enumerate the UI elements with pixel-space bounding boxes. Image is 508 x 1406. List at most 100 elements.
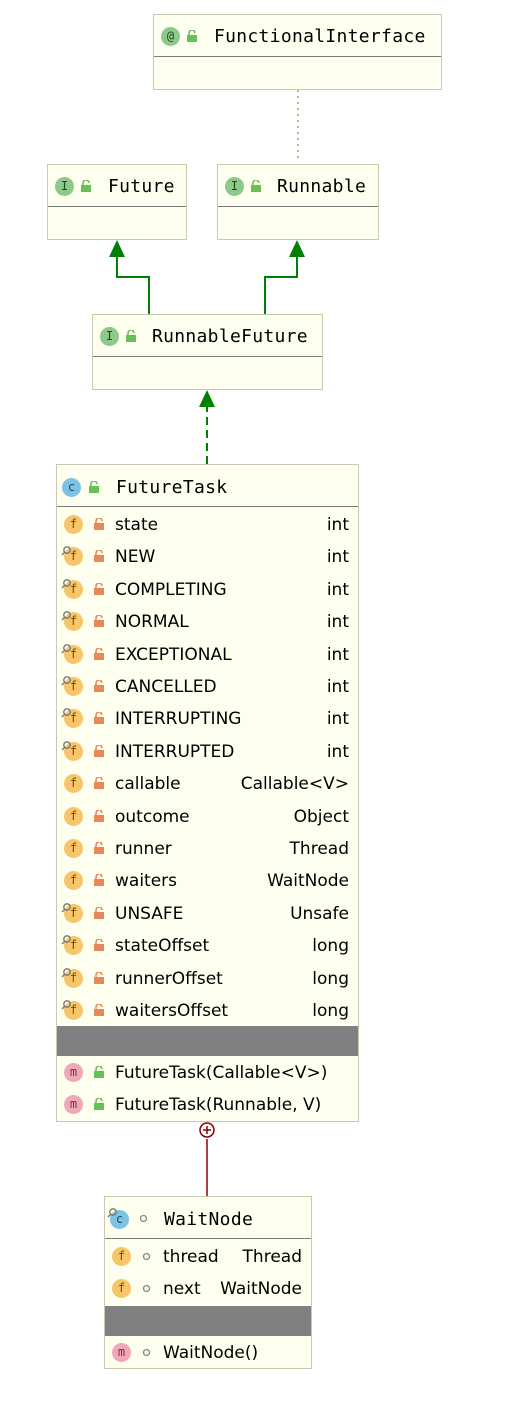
public-lock-icon — [81, 180, 91, 192]
static-pin-icon — [61, 1000, 71, 1010]
method-icon: m — [64, 1095, 83, 1114]
public-lock-icon — [89, 481, 99, 493]
method-name: FutureTask(Callable<V>) — [115, 1063, 328, 1083]
field-icon: f — [112, 1247, 131, 1266]
interface-icon: I — [55, 177, 74, 196]
public-lock-icon — [94, 1066, 104, 1078]
field-name: state — [115, 515, 159, 535]
field-name: UNSAFE — [115, 903, 184, 924]
static-pin-icon — [61, 967, 71, 978]
field-type: WaitNode — [267, 871, 349, 892]
runnable-header: I Runnable — [218, 165, 378, 207]
waitnode-title: WaitNode — [164, 1209, 254, 1230]
field-type: WaitNode — [220, 1279, 302, 1299]
field-row[interactable]: f next WaitNode — [105, 1273, 311, 1305]
field-type: long — [312, 936, 349, 957]
field-row[interactable]: f EXCEPTIONAL int — [57, 639, 358, 671]
method-row[interactable]: m FutureTask(Runnable, V) — [57, 1089, 358, 1121]
package-private-icon — [142, 1284, 151, 1293]
static-pin-icon — [61, 611, 71, 621]
field-icon: f — [64, 871, 83, 891]
static-pin-icon — [61, 740, 71, 751]
static-pin-icon — [61, 902, 71, 913]
field-type: Callable<V> — [240, 774, 349, 795]
field-row[interactable]: f thread Thread — [105, 1241, 311, 1273]
runnablefuture-box[interactable]: I RunnableFuture — [92, 314, 323, 390]
field-name: INTERRUPTING — [115, 709, 242, 730]
field-row[interactable]: f waitersOffset long — [57, 995, 358, 1027]
public-lock-icon — [187, 30, 197, 42]
private-lock-icon — [94, 712, 104, 725]
field-name: next — [163, 1279, 201, 1299]
field-icon: f — [64, 579, 83, 599]
field-icon: f — [64, 1001, 83, 1020]
field-name: callable — [115, 774, 181, 795]
private-lock-icon — [94, 939, 104, 952]
field-name: stateOffset — [115, 936, 210, 957]
runnable-box[interactable]: I Runnable — [217, 164, 379, 240]
field-type: int — [326, 547, 349, 568]
field-name: waitersOffset — [115, 1001, 229, 1021]
field-icon: f — [64, 644, 83, 664]
field-icon: f — [64, 806, 83, 826]
field-type: int — [326, 644, 349, 665]
field-icon: f — [64, 677, 83, 696]
private-lock-icon — [94, 550, 104, 563]
interface-icon: I — [225, 177, 244, 196]
field-type: Object — [293, 806, 349, 827]
field-icon: f — [64, 903, 83, 923]
private-lock-icon — [94, 906, 104, 919]
field-type: long — [312, 968, 349, 989]
field-name: EXCEPTIONAL — [115, 644, 232, 665]
private-lock-icon — [94, 874, 104, 887]
waitnode-fields-methods-separator — [105, 1306, 311, 1336]
method-name: FutureTask(Runnable, V) — [115, 1095, 322, 1115]
private-lock-icon — [94, 777, 104, 790]
fields-methods-separator — [57, 1026, 358, 1056]
method-name: WaitNode() — [163, 1343, 259, 1363]
public-lock-icon — [251, 180, 261, 192]
field-type: int — [326, 612, 349, 633]
field-icon: f — [112, 1279, 131, 1298]
futuretask-title: FutureTask — [116, 477, 228, 498]
static-pin-icon — [61, 578, 71, 589]
field-icon: f — [64, 709, 83, 729]
field-type: long — [312, 1001, 349, 1021]
field-type: int — [326, 741, 349, 762]
field-type: int — [326, 677, 349, 697]
field-type: Thread — [242, 1247, 302, 1267]
functionalinterface-box[interactable]: @ FunctionalInterface — [153, 14, 442, 90]
static-pin-icon — [61, 708, 71, 718]
private-lock-icon — [94, 680, 104, 692]
futuretask-header: c FutureTask — [57, 465, 358, 507]
field-name: thread — [163, 1247, 219, 1267]
extends-future-line — [116, 256, 150, 314]
extends-future-arrowhead — [109, 240, 125, 257]
package-private-icon — [139, 1214, 148, 1223]
private-lock-icon — [94, 809, 104, 822]
future-box[interactable]: I Future — [47, 164, 187, 240]
field-type: int — [326, 515, 349, 535]
future-header: I Future — [48, 165, 186, 207]
field-name: runner — [115, 839, 172, 859]
field-icon: f — [64, 968, 83, 988]
